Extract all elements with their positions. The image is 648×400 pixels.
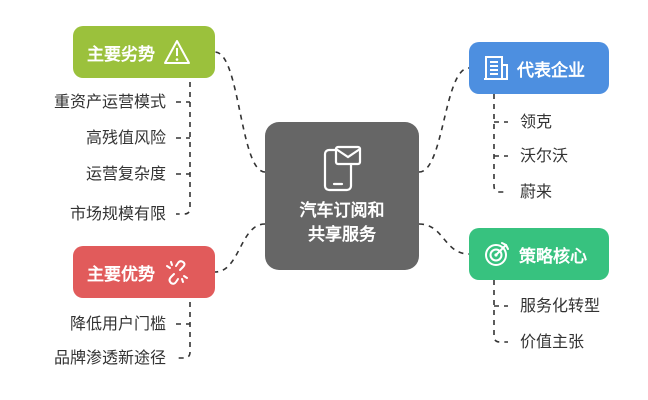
building-icon: [483, 54, 509, 82]
strength-item: 降低用户门槛: [69, 314, 166, 333]
category-companies: 代表企业: [469, 42, 609, 94]
category-companies-label: 代表企业: [517, 60, 585, 81]
link-icon: [163, 258, 191, 286]
strategy-item: 服务化转型: [520, 296, 601, 315]
phone-message-icon: [322, 145, 362, 193]
target-icon: [483, 240, 511, 268]
link-center-strengths: [214, 223, 266, 273]
weakness-item: 高残值风险: [85, 128, 166, 147]
link-weaknesses-leaves: [176, 52, 191, 215]
link-companies-leaves: [493, 94, 508, 193]
category-weaknesses-label: 主要劣势: [87, 44, 155, 65]
center-node: 汽车订阅和 共享服务: [265, 122, 419, 270]
weakness-item: 运营复杂度: [85, 164, 166, 183]
link-strengths-leaves: [176, 272, 191, 359]
strength-item: 品牌渗透新途径: [53, 348, 166, 367]
category-strategy: 策略核心: [469, 228, 609, 280]
link-center-companies: [418, 67, 470, 173]
category-strengths: 主要优势: [73, 246, 215, 298]
weakness-item: 重资产运营模式: [53, 92, 166, 111]
warning-icon: [163, 39, 191, 65]
category-weaknesses: 主要劣势: [73, 26, 215, 78]
weakness-item: 市场规模有限: [69, 204, 166, 223]
company-item: 蔚来: [520, 182, 553, 201]
strategy-item: 价值主张: [520, 332, 585, 351]
company-item: 领克: [520, 112, 553, 131]
center-title: 汽车订阅和 共享服务: [299, 201, 385, 245]
category-strengths-label: 主要优势: [87, 264, 155, 285]
category-strategy-label: 策略核心: [519, 246, 587, 267]
company-item: 沃尔沃: [520, 146, 569, 165]
link-strategy-leaves: [493, 280, 508, 343]
link-center-strategy: [418, 223, 470, 255]
link-center-weaknesses: [214, 51, 266, 173]
